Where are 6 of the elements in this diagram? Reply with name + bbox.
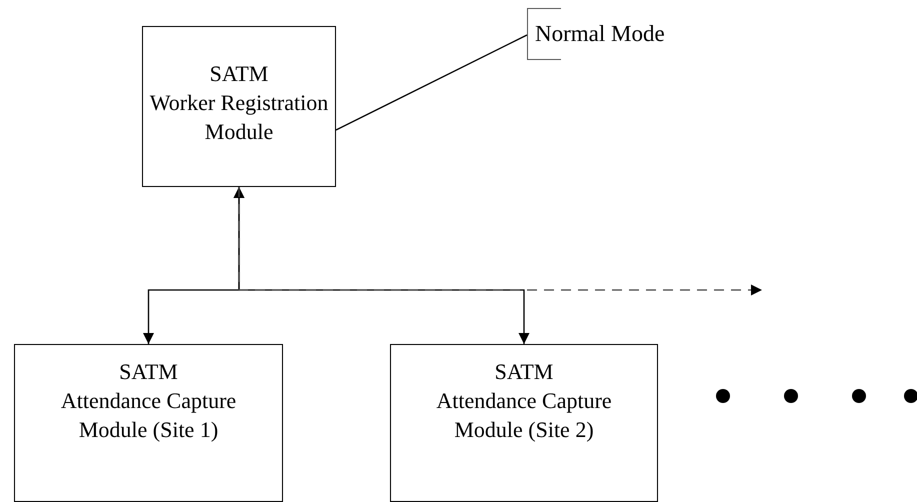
dashed-arrow — [238, 187, 762, 296]
module-box: SATM Attendance Capture Module (Site 2) — [390, 344, 658, 502]
annotation-text: Normal Mode — [535, 20, 665, 48]
module-box: SATM Attendance Capture Module (Site 1) — [14, 344, 283, 502]
leader-line — [336, 34, 528, 131]
module-box: SATM Worker Registration Module — [142, 26, 336, 187]
